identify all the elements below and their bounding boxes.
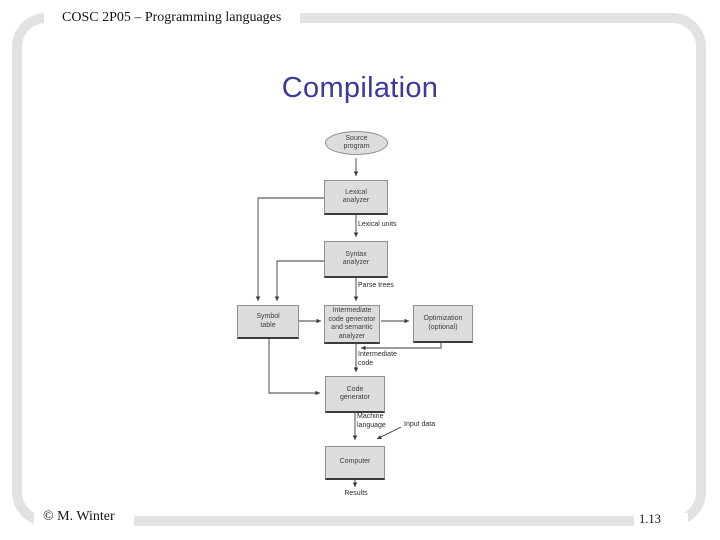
edge-input-data-to-computer bbox=[376, 426, 402, 440]
frame-gap-bottom-right bbox=[634, 513, 688, 528]
edge-syntax-to-symbol-table bbox=[274, 260, 324, 301]
slide-header: COSC 2P05 – Programming languages bbox=[62, 10, 282, 25]
node-symbol-table: Symbol table bbox=[237, 305, 299, 339]
edge-lexical-to-symbol-table bbox=[255, 197, 324, 301]
page-number: 1.13 bbox=[639, 512, 661, 526]
node-optimization: Optimization (optional) bbox=[413, 305, 473, 343]
label-intermediate-code: Intermediate code bbox=[358, 351, 397, 367]
slide-footer-copyright: © M. Winter bbox=[43, 509, 115, 524]
label-machine-language: Machine language bbox=[357, 413, 386, 429]
label-input-data: Input data bbox=[404, 421, 436, 428]
slide-border-frame bbox=[12, 13, 706, 526]
page-title: Compilation bbox=[281, 72, 439, 104]
node-code-generator: Code generator bbox=[325, 376, 385, 413]
label-results: Results bbox=[344, 490, 368, 497]
frame-gap-bottom-left bbox=[34, 513, 134, 528]
node-source-program: Source program bbox=[325, 131, 388, 155]
node-syntax-analyzer: Syntax analyzer bbox=[324, 241, 388, 278]
node-intermediate-code-generator: Intermediate code generator and semantic… bbox=[324, 305, 380, 344]
edge-symbol-table-to-code-generator bbox=[268, 339, 320, 396]
node-computer: Computer bbox=[325, 446, 385, 480]
label-parse-trees: Parse trees bbox=[358, 282, 394, 289]
node-lexical-analyzer: Lexical analyzer bbox=[324, 180, 388, 215]
edge-optimization-loop-back bbox=[361, 343, 442, 351]
label-lexical-units: Lexical units bbox=[358, 221, 397, 228]
frame-gap-top bbox=[44, 11, 300, 26]
